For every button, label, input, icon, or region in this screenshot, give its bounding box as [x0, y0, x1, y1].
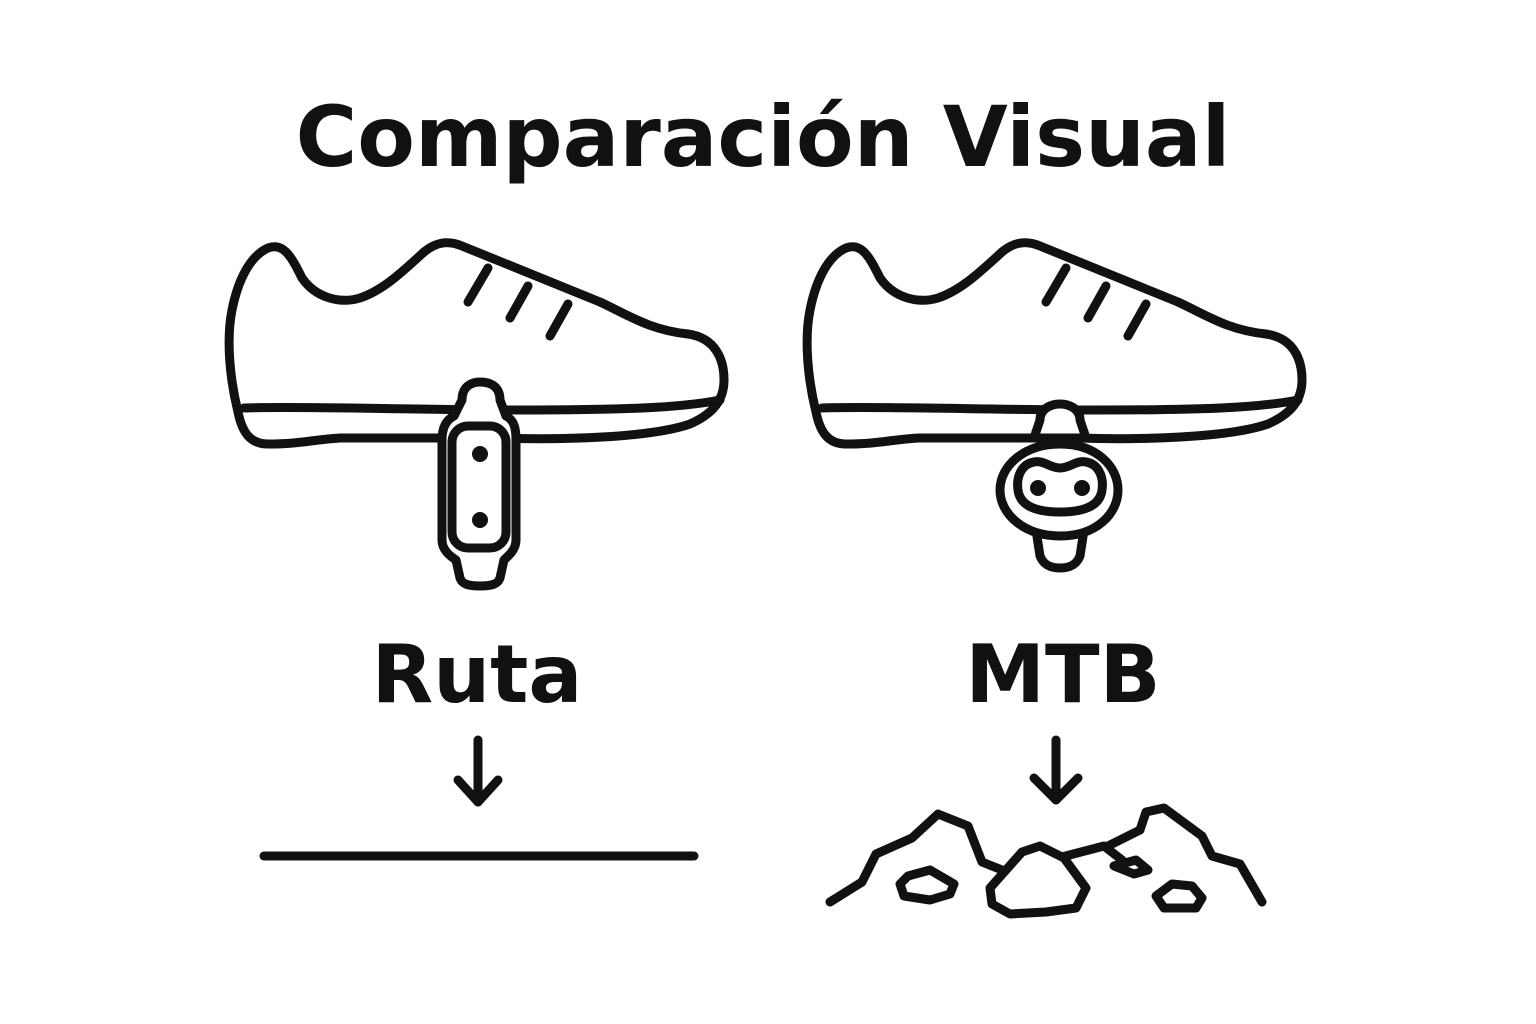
- road-cycling-shoe-icon: [224, 238, 729, 449]
- arrow-down-icon: [1029, 735, 1083, 805]
- road-cleat-icon: [437, 377, 521, 591]
- mtb-label: MTB: [965, 628, 1161, 721]
- arrow-down-icon: [453, 735, 503, 807]
- rocky-terrain-icon: [825, 803, 1267, 919]
- mtb-cleat-icon: [995, 399, 1123, 573]
- mtb-cycling-shoe-icon: [802, 238, 1307, 449]
- page-title: Comparación Visual: [295, 88, 1231, 186]
- road-label: Ruta: [371, 628, 583, 721]
